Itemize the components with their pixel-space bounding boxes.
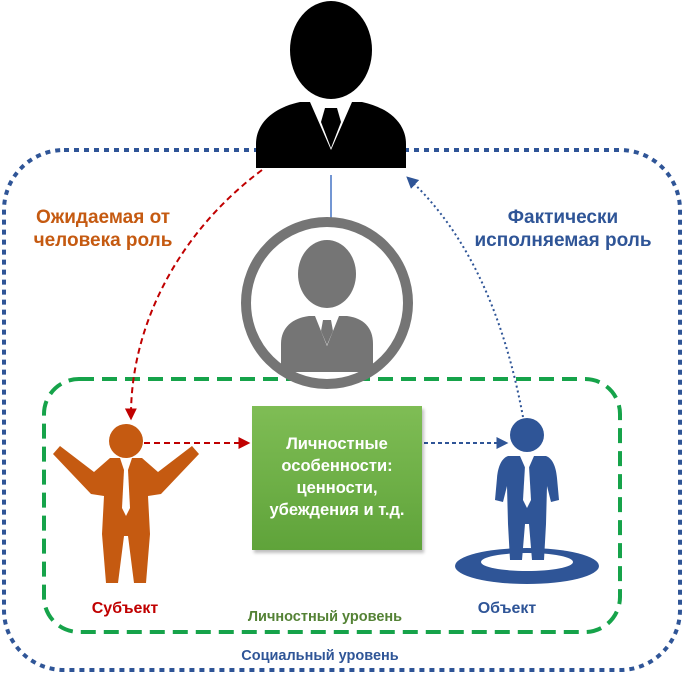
actual-role-label: Фактически исполняемая роль — [474, 207, 652, 252]
personal-level-label: Личностный уровень — [247, 609, 403, 625]
actual-role-arrow — [406, 176, 524, 418]
expected-role-label: Ожидаемая от человека роль — [33, 207, 173, 252]
person-in-circle-icon — [241, 217, 413, 389]
object-label: Объект — [477, 600, 537, 617]
social-level-frame — [2, 148, 682, 672]
expected-role-arrow — [124, 169, 263, 421]
person-arms-raised-icon — [53, 424, 199, 583]
person-on-pedestal-icon — [455, 418, 599, 584]
personal-traits-box: Личностные особенности: ценности, убежде… — [252, 406, 422, 550]
subject-label: Субъект — [91, 600, 159, 617]
personal-traits-text: Личностные особенности: ценности, убежде… — [269, 435, 405, 519]
social-level-label: Социальный уровень — [241, 648, 399, 664]
person-in-suit-icon — [256, 1, 406, 168]
